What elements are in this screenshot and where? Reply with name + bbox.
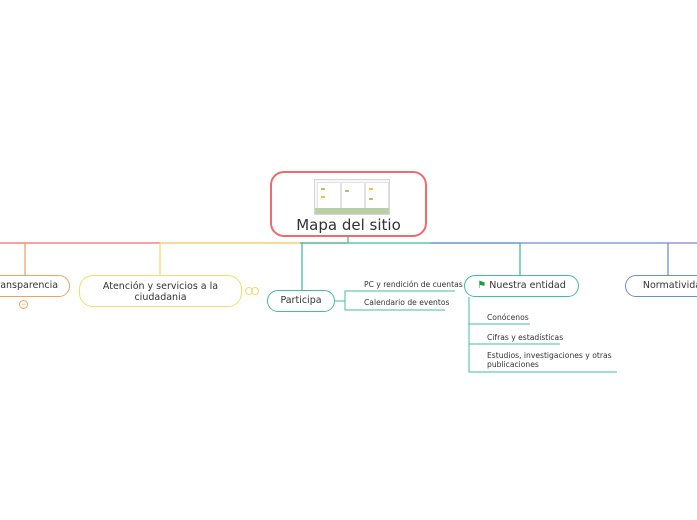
expand-icon[interactable] bbox=[244, 286, 260, 296]
collapse-icon[interactable]: − bbox=[19, 300, 28, 309]
leaf-estudios-publicaciones[interactable]: Estudios, investigaciones y otras public… bbox=[487, 351, 612, 369]
green-flag-icon: ⚑ bbox=[477, 280, 487, 291]
node-transparencia[interactable]: Transparencia bbox=[0, 275, 70, 297]
link-entidad-children bbox=[468, 297, 617, 373]
root-title: Mapa del sitio bbox=[296, 216, 401, 234]
leaf-conocenos[interactable]: Conócenos bbox=[487, 313, 529, 322]
node-nuestra-entidad[interactable]: ⚑Nuestra entidad bbox=[464, 275, 579, 297]
root-node[interactable]: Mapa del sitio bbox=[270, 171, 427, 237]
leaf-cifras-estadisticas[interactable]: Cifras y estadísticas bbox=[487, 333, 564, 342]
site-map-thumbnail bbox=[314, 179, 390, 215]
node-participa[interactable]: Participa bbox=[267, 290, 335, 312]
leaf-pc-rendicion[interactable]: PC y rendición de cuentas bbox=[364, 280, 463, 289]
leaf-calendario-eventos[interactable]: Calendario de eventos bbox=[364, 298, 450, 307]
link-participa-children bbox=[335, 290, 455, 311]
node-atencion[interactable]: Atención y servicios a la ciudadania bbox=[79, 275, 242, 307]
node-normatividad[interactable]: Normatividad bbox=[625, 275, 697, 297]
node-nuestra-entidad-label: Nuestra entidad bbox=[489, 280, 566, 291]
